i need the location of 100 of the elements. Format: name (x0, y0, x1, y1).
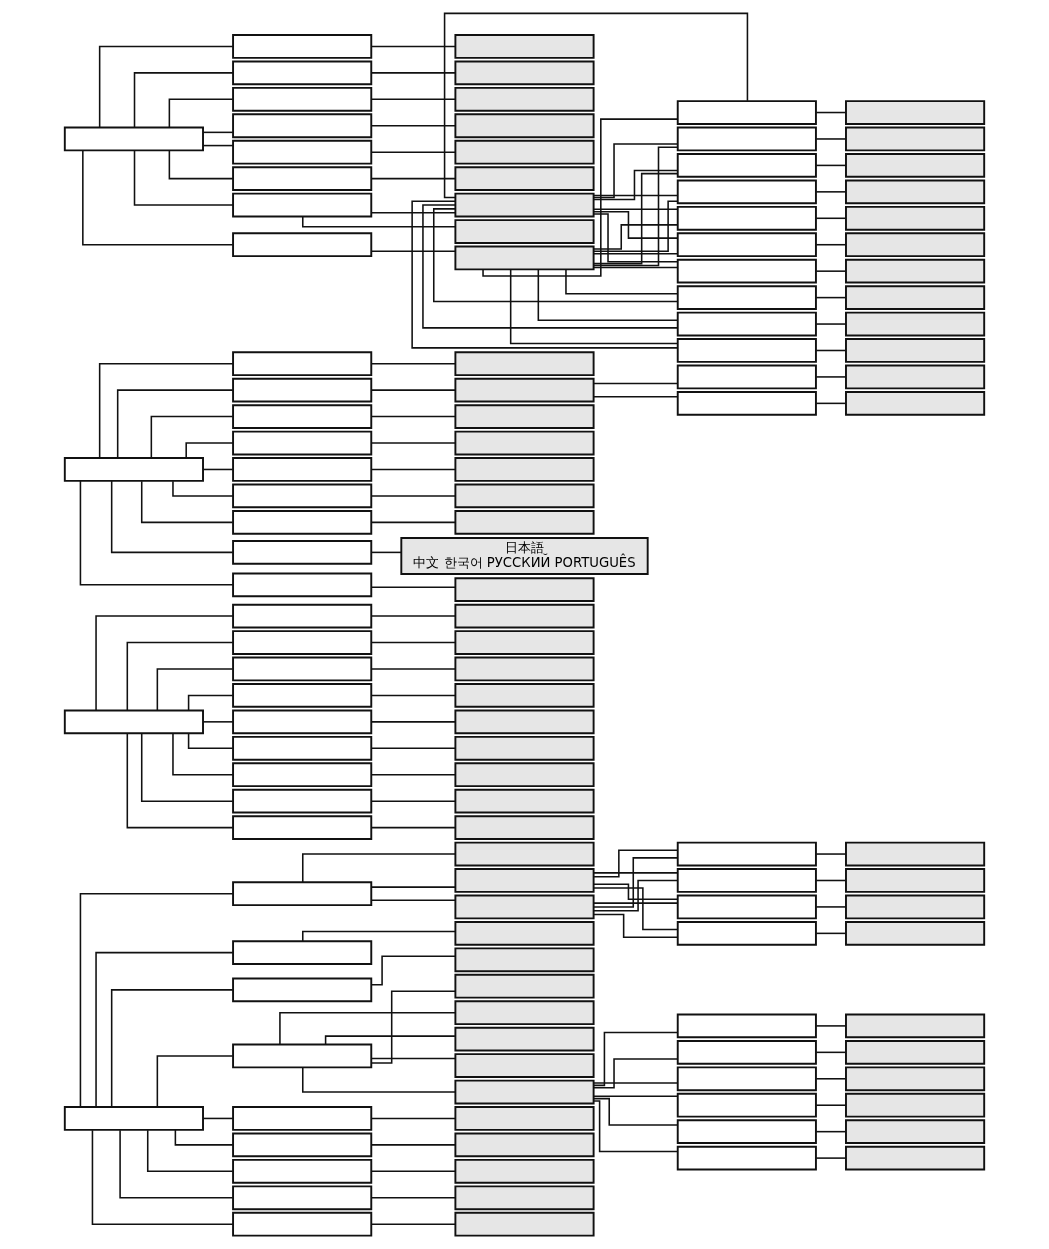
connector (815, 1104, 847, 1106)
connector (411, 200, 679, 349)
node-box (676, 868, 817, 893)
connector (592, 1095, 679, 1097)
node-box (454, 656, 595, 682)
connector (370, 177, 456, 180)
node-box (232, 540, 373, 565)
node-box (232, 457, 373, 482)
node-box (232, 1132, 373, 1158)
node-box (676, 894, 817, 920)
connector (172, 480, 234, 497)
node-box (676, 258, 817, 284)
connector (815, 906, 847, 908)
connector (592, 266, 679, 269)
connector (815, 191, 847, 193)
node-box (845, 126, 986, 152)
node-box (845, 232, 986, 258)
node-box (454, 894, 595, 920)
connector (302, 1066, 457, 1093)
connector (422, 204, 679, 329)
node-box (454, 377, 595, 403)
node-box (676, 364, 817, 390)
connector (370, 495, 456, 497)
connector (370, 1170, 456, 1173)
node-box (232, 940, 373, 965)
connector (126, 641, 234, 711)
node-box (232, 509, 373, 535)
connector (370, 615, 456, 617)
node-box (454, 1185, 595, 1211)
connector (150, 415, 234, 459)
node-box (232, 377, 373, 403)
node-box (845, 868, 986, 893)
node-box (232, 572, 373, 598)
connector (815, 1130, 847, 1133)
node-box (676, 205, 817, 231)
connector (370, 468, 456, 471)
connector (815, 1025, 847, 1027)
node-box (845, 311, 986, 337)
node-box (232, 404, 373, 429)
connector (110, 480, 234, 554)
connector (110, 989, 234, 1108)
node-box (454, 577, 595, 602)
connector (592, 1031, 679, 1087)
connector (592, 1058, 679, 1089)
connector (370, 250, 456, 253)
node-box (454, 947, 595, 973)
connector (593, 146, 679, 267)
connector (370, 1223, 456, 1225)
node-box (454, 457, 595, 482)
node-box (454, 1026, 595, 1052)
connector (370, 668, 456, 670)
node-box (232, 113, 373, 139)
node-box (454, 683, 595, 708)
connector (592, 252, 679, 255)
connector (370, 442, 456, 444)
connector (592, 194, 679, 197)
connector (202, 144, 234, 147)
node-box (845, 1145, 986, 1171)
connector (815, 111, 847, 114)
connector (370, 990, 457, 1064)
node-box (454, 921, 595, 946)
connector (116, 389, 234, 459)
connector (592, 872, 679, 874)
connector (592, 382, 679, 385)
node-box (454, 709, 595, 735)
connector (815, 323, 847, 325)
node-box (845, 258, 986, 284)
node-box (232, 232, 373, 258)
connector (370, 886, 456, 888)
node-box (845, 1119, 986, 1145)
node-box (676, 1066, 817, 1092)
node-box (676, 841, 817, 867)
connector (592, 1100, 679, 1153)
node-box (232, 1158, 373, 1184)
node-box (845, 153, 986, 178)
connector (815, 879, 847, 882)
node-box (232, 192, 373, 218)
connector (433, 208, 679, 303)
connector (146, 1129, 234, 1173)
connector (815, 1078, 847, 1080)
node-box (454, 1106, 595, 1131)
node-box (454, 166, 595, 191)
connector (370, 211, 456, 214)
node-box (454, 868, 595, 893)
node-box (676, 338, 817, 363)
connector (593, 224, 679, 250)
node-box (232, 762, 373, 788)
connector (370, 151, 456, 153)
node-box (232, 34, 373, 59)
connector (185, 442, 234, 459)
node-box (676, 1119, 817, 1145)
node-box (676, 1013, 817, 1039)
node-box (454, 1132, 595, 1158)
node-box: 日本語 中文 한국어 РУССКИЙ PORTUGUÊS (400, 537, 649, 575)
node-box (232, 630, 373, 655)
node-box (676, 179, 817, 205)
connector (370, 1197, 456, 1199)
node-box (63, 709, 204, 735)
node-box (454, 483, 595, 509)
connector (133, 149, 234, 206)
